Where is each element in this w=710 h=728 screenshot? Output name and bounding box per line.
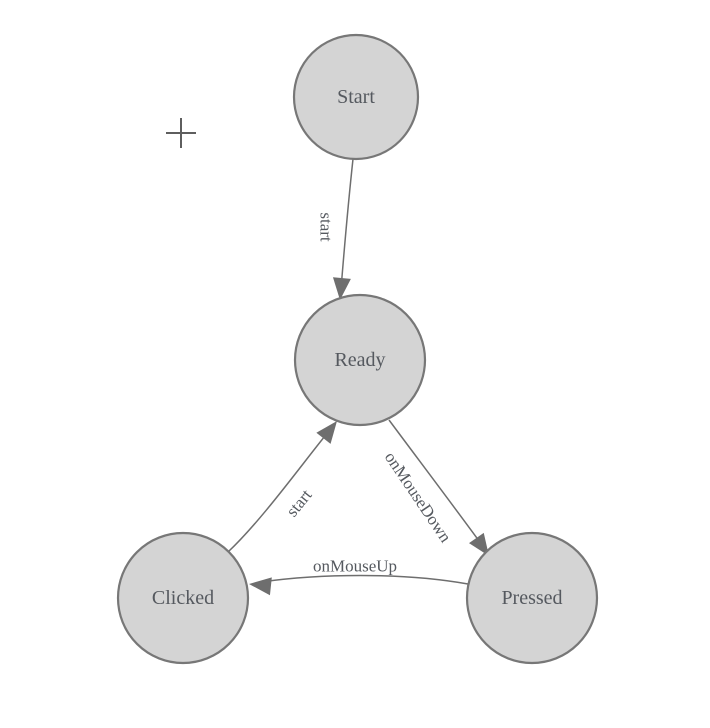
edge-label-clicked-to-ready: start (282, 485, 315, 520)
node-clicked-label: Clicked (152, 587, 214, 609)
edge-group-ready-to-pressed[interactable]: onMouseDown (381, 419, 497, 561)
arrowhead-pressed-to-clicked (249, 577, 272, 596)
node-ready-label: Ready (334, 349, 385, 371)
node-start-circle[interactable] (292, 33, 420, 161)
edge-label-start-to-ready: start (317, 212, 336, 242)
edge-label-pressed-to-clicked: onMouseUp (313, 557, 397, 576)
node-start-label: Start (337, 86, 375, 108)
arrowhead-clicked-to-ready (316, 421, 337, 444)
edge-group-start-to-ready[interactable]: start (317, 158, 354, 301)
node-pressed[interactable]: Pressed (465, 531, 599, 665)
crosshair-icon (166, 118, 196, 148)
node-ready[interactable]: Ready (293, 293, 427, 427)
node-pressed-circle[interactable] (465, 531, 599, 665)
edge-group-pressed-to-clicked[interactable]: onMouseUp (248, 557, 469, 596)
node-start[interactable]: Start (292, 33, 420, 161)
edge-group-clicked-to-ready[interactable]: start (227, 415, 344, 553)
node-ready-circle[interactable] (293, 293, 427, 427)
node-clicked-circle[interactable] (116, 531, 250, 665)
arrowhead-ready-to-pressed (469, 532, 489, 556)
edge-path-pressed-to-clicked[interactable] (260, 574, 469, 585)
node-pressed-label: Pressed (501, 587, 562, 609)
node-clicked[interactable]: Clicked (116, 531, 250, 665)
edge-path-start-to-ready[interactable] (340, 158, 354, 290)
edge-path-clicked-to-ready[interactable] (227, 430, 330, 553)
arrowhead-start-to-ready (332, 277, 351, 300)
edge-path-ready-to-pressed[interactable] (388, 419, 483, 546)
edge-label-ready-to-pressed: onMouseDown (381, 448, 456, 546)
